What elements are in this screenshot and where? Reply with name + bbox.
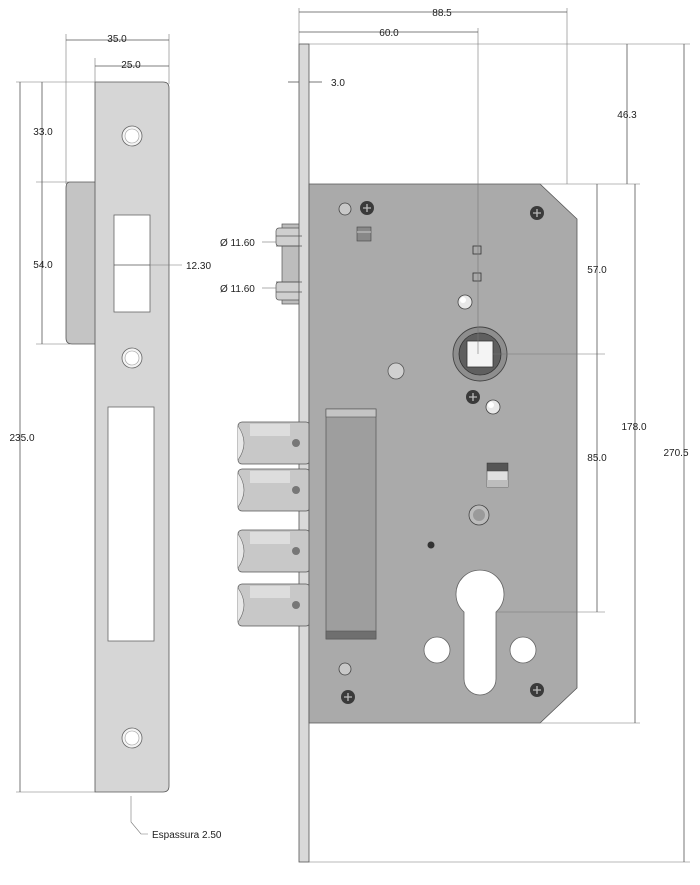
dim-strike-width-plate: 25.0 <box>121 60 141 71</box>
case-pin-top <box>338 202 352 216</box>
lock-body <box>237 43 578 863</box>
dim-backset: 60.0 <box>379 28 399 39</box>
strike-plate <box>65 81 170 793</box>
dim-strike-tab-height: 54.0 <box>33 260 53 271</box>
strike-dimensions: 35.0 25.0 33.0 54.0 235.0 12.30 Espassur… <box>9 34 222 841</box>
dim-strike-top-offset: 33.0 <box>33 127 53 138</box>
case-rivet <box>427 541 435 549</box>
strike-screw-hole-bottom <box>121 727 143 749</box>
fixing-hole-left <box>423 636 451 664</box>
small-latch-block <box>356 226 372 242</box>
case-screw-middle <box>466 390 480 404</box>
case-stud-lower <box>468 504 490 526</box>
deadbolt-2 <box>237 468 311 512</box>
handle-follower <box>452 326 508 382</box>
strike-screw-hole-top <box>121 125 143 147</box>
dim-faceplate-thickness: 3.0 <box>331 78 345 89</box>
switch-slider <box>486 462 509 488</box>
case-pin-lower-right <box>485 399 501 415</box>
strike-flange <box>65 181 97 345</box>
dim-top-to-case: 46.3 <box>617 110 637 121</box>
case-pin-bottom <box>338 662 352 676</box>
deadbolt-3 <box>237 529 311 573</box>
case-stud <box>387 362 405 380</box>
case-screw-top-left <box>360 201 374 215</box>
dim-strike-height: 235.0 <box>9 433 34 444</box>
case-pin-upper-right <box>457 294 473 310</box>
fixing-hole-right <box>509 636 537 664</box>
strike-latch-cutout <box>113 214 151 313</box>
dim-strike-width-total: 35.0 <box>107 34 127 45</box>
case-screw-bottom-right <box>530 683 544 697</box>
guide-square-upper <box>472 245 482 255</box>
dim-faceplate-height: 270.5 <box>663 448 688 459</box>
dim-follower-to-top: 57.0 <box>587 265 607 276</box>
lock-dimensions: 88.5 60.0 3.0 46.3 57.0 85.0 178.0 270.5… <box>220 8 690 863</box>
case-screw-bottom-left <box>341 690 355 704</box>
dim-follower-to-cylinder: 85.0 <box>587 453 607 464</box>
cylinder-cutout <box>455 569 505 696</box>
case-screw-top-right <box>530 206 544 220</box>
dim-latch-offset: 12.30 <box>186 261 211 272</box>
guide-square-lower <box>472 272 482 282</box>
strike-screw-hole-middle <box>121 347 143 369</box>
strike-bolt-cutout <box>107 406 155 642</box>
dim-overall-depth: 88.5 <box>432 8 452 19</box>
dim-pin-diameter-lower: Ø 11.60 <box>220 284 255 295</box>
deadbolt-1 <box>237 421 311 465</box>
dim-case-height: 178.0 <box>621 422 646 433</box>
dim-pin-diameter-upper: Ø 11.60 <box>220 238 255 249</box>
thickness-note: Espassura 2.50 <box>152 830 222 841</box>
bolt-carrier <box>325 408 377 640</box>
deadbolt-4 <box>237 583 311 627</box>
